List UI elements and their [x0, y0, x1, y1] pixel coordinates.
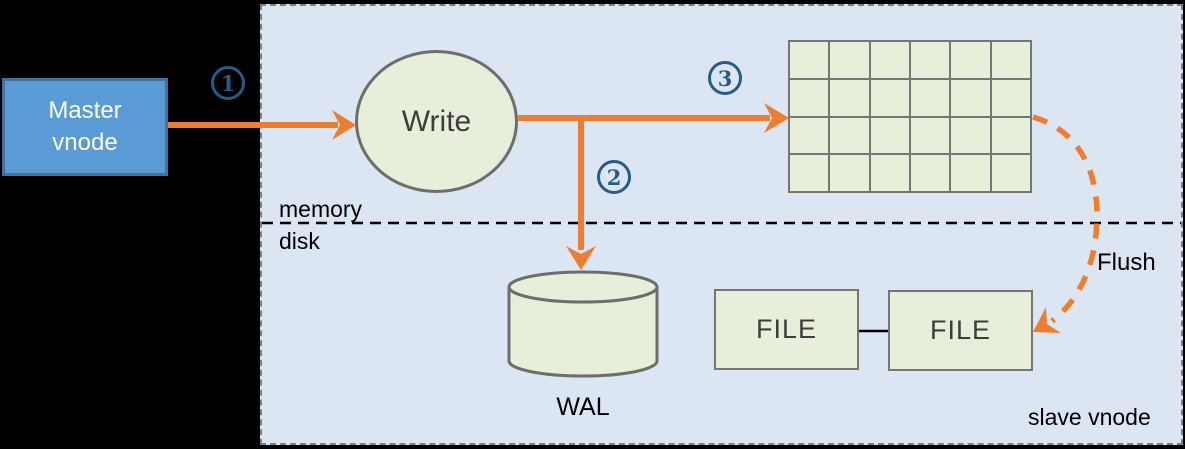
- memtable-cell: [991, 79, 1030, 116]
- master-vnode-box: Master vnode: [2, 78, 168, 176]
- write-node: Write: [355, 50, 518, 193]
- wal-cylinder-body: [507, 287, 659, 378]
- wal-label: WAL: [556, 393, 610, 421]
- slave-vnode-label: slave vnode: [1028, 404, 1151, 430]
- master-vnode-label: Master vnode: [48, 96, 122, 156]
- memtable-cell: [870, 155, 909, 191]
- memtable-cell: [870, 42, 909, 78]
- write-node-label: Write: [401, 104, 472, 138]
- step-2-number: 2: [606, 164, 622, 190]
- memtable-cell: [790, 79, 829, 116]
- file-box-2: FILE: [888, 290, 1033, 371]
- file-box-2-label: FILE: [929, 315, 992, 345]
- memtable-cell: [951, 79, 990, 116]
- memtable-cell: [991, 42, 1030, 78]
- step-2-badge: 2: [597, 160, 631, 194]
- step-1-number: 1: [220, 70, 236, 96]
- wal-cylinder: [507, 270, 659, 378]
- memtable-cell: [951, 117, 990, 154]
- memtable-cell: [910, 117, 950, 154]
- memtable-cell: [790, 155, 829, 191]
- memtable-cell: [790, 117, 829, 154]
- memtable-cell: [951, 155, 990, 191]
- disk-label: disk: [279, 228, 320, 254]
- memtable-cell: [991, 117, 1030, 154]
- memtable-cell: [790, 42, 829, 78]
- memtable-cell: [910, 79, 950, 116]
- wal-cylinder-top: [507, 270, 659, 304]
- memtable-cell: [830, 42, 869, 78]
- memtable-cell: [830, 117, 869, 154]
- flush-label: Flush: [1097, 249, 1156, 276]
- memtable-cell: [830, 79, 869, 116]
- step-1-badge: 1: [211, 66, 245, 100]
- memtable-cell: [870, 79, 909, 116]
- memory-label: memory: [279, 196, 363, 222]
- memtable-cell: [910, 155, 950, 191]
- step-3-number: 3: [717, 65, 733, 91]
- memtable-cell: [910, 42, 950, 78]
- step-3-badge: 3: [708, 61, 742, 95]
- memtable-grid: [788, 40, 1032, 193]
- memtable-cell: [870, 117, 909, 154]
- file-box-1-label: FILE: [755, 314, 818, 344]
- memtable-cell: [951, 42, 990, 78]
- file-box-1: FILE: [714, 289, 859, 370]
- memtable-cell: [830, 155, 869, 191]
- memtable-cell: [991, 155, 1030, 191]
